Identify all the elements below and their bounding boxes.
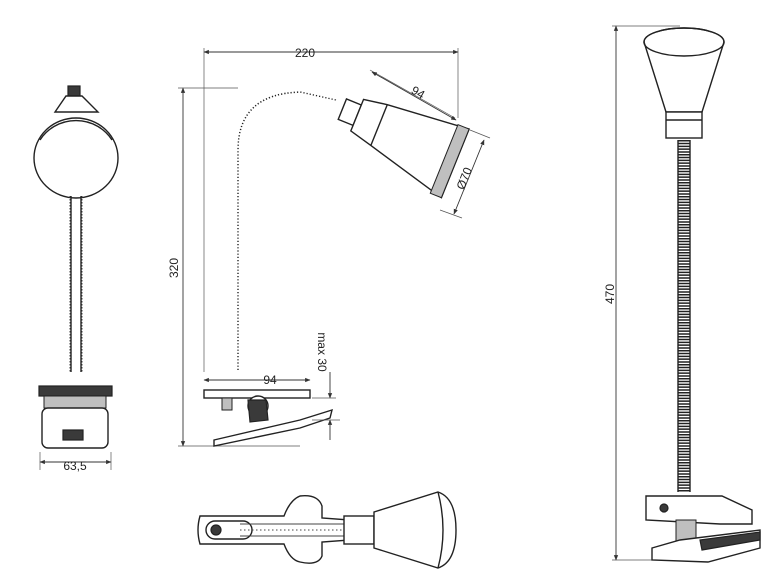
lamp-cap-knob [67,85,81,97]
clip-top-front [645,495,753,525]
clip-top-plate [38,385,113,397]
dim-label-side-width: 63,5 [63,459,87,473]
lamp-head-profile [337,98,471,199]
dim-label-head-length: 94 [409,83,428,102]
clip-jaw [41,407,109,449]
dim-label-height-side: 320 [167,258,181,278]
front-view: 470 [603,25,761,563]
gooseneck-arm-profile [237,91,337,372]
gooseneck-arm [70,196,82,372]
clip-logo-badge [62,429,84,441]
dim-label-height-front: 470 [603,284,617,304]
clip-spring-block [43,395,107,409]
lamp-collar-front [665,111,703,139]
lamp-shade-top [53,95,100,113]
top-view [197,491,457,569]
clip-lower-jaw [213,408,333,447]
dim-label-clip-length: 94 [263,373,277,387]
lamp-shade-circle [33,117,119,199]
dim-line-head-length [371,71,457,121]
lamp-shade-top-view [373,491,457,569]
clip-outline-top [197,495,351,564]
lamp-head-collar [343,515,375,545]
dim-label-clip-opening: max 30 [315,332,329,372]
side-view: 63,5 [33,85,119,473]
dim-line-head-diameter [453,139,485,215]
dim-label-total-reach: 220 [295,46,315,60]
profile-view: 220 94 Ø70 320 94 [167,46,491,447]
